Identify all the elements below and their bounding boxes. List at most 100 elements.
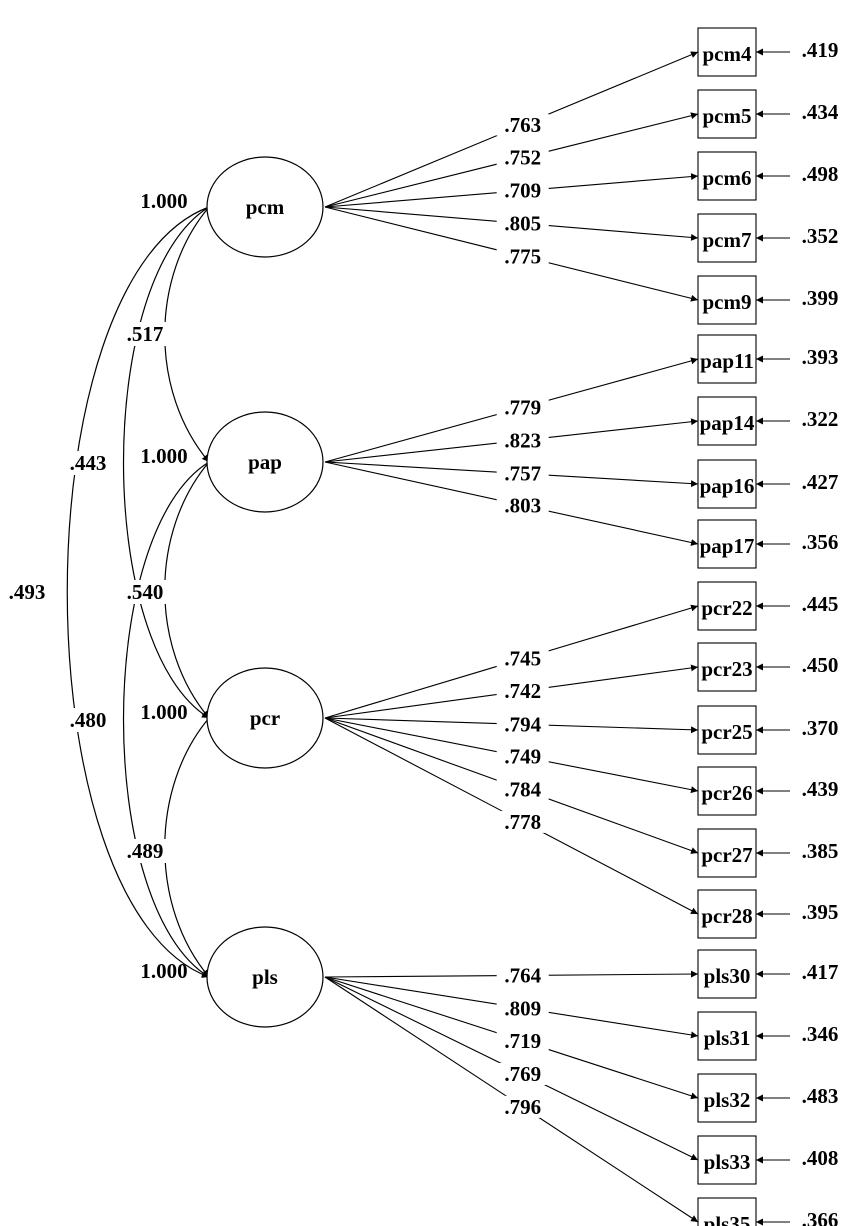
loading-value-pap16: .757: [504, 462, 541, 486]
variance-label-pcm: 1.000: [140, 189, 187, 213]
latent-node-pap: [206, 411, 324, 513]
variance-label-pcr: 1.000: [140, 700, 187, 724]
labels: 1.0001.0001.0001.000.517.443.493.540.480…: [0, 38, 839, 1226]
loading-label-bg: [496, 745, 549, 768]
loading-value-pcr26: .749: [504, 745, 541, 769]
error-value-pcr23: .450: [802, 653, 839, 677]
loading-label-bg: [496, 713, 549, 736]
loading-label-bg: [496, 462, 549, 485]
indicator-box-pcm5: [697, 89, 757, 139]
error-value-pcm9: .399: [802, 286, 839, 310]
indicator-label-pap17: pap17: [700, 534, 755, 558]
variance-label-pap: 1.000: [140, 444, 187, 468]
error-value-pcr25: .370: [802, 716, 839, 740]
latent-node-pls: [206, 926, 324, 1028]
loading-value-pap11: .779: [504, 395, 541, 419]
loading-label-bg: [496, 396, 549, 419]
correlation-label-bg: [118, 322, 172, 346]
loading-label-bg: [496, 964, 549, 987]
indicator-box-pls31: [697, 1011, 757, 1061]
correlation-label-bg: [61, 708, 115, 732]
loading-label-bg: [496, 679, 549, 702]
correlation-value-pap-pls: .480: [70, 708, 107, 732]
correlation-arc-pap-pls: [122, 455, 217, 978]
indicator-label-pcm6: pcm6: [703, 166, 752, 190]
latent-label-pcr: pcr: [250, 706, 280, 730]
indicator-box-pcm6: [697, 151, 757, 201]
correlation-value-pcr-pls: .489: [127, 839, 164, 863]
indicator-label-pcm5: pcm5: [703, 104, 752, 128]
loading-value-pls35: .796: [504, 1095, 541, 1119]
loading-label-bg: [496, 1030, 549, 1053]
indicator-box-pcm4: [697, 27, 757, 77]
indicator-label-pcr23: pcr23: [701, 657, 752, 681]
error-value-pls35: .366: [802, 1208, 839, 1226]
indicator-label-pls33: pls33: [704, 1150, 751, 1174]
loading-value-pls33: .769: [504, 1062, 541, 1086]
error-value-pcr26: .439: [802, 777, 839, 801]
error-value-pcm5: .434: [802, 100, 839, 124]
indicator-label-pls31: pls31: [704, 1026, 751, 1050]
loading-value-pap17: .803: [504, 493, 541, 517]
error-value-pap14: .322: [802, 407, 839, 431]
nodes: pcm pap pcr pls pcm4 pcm5 pcm6 pcm7 pcm9 pap11 pap…: [206, 27, 757, 1226]
error-value-pls32: .483: [802, 1084, 839, 1108]
indicator-box-pcm7: [697, 213, 757, 263]
error-value-pls31: .346: [802, 1022, 839, 1046]
loading-value-pcm7: .805: [504, 211, 541, 235]
indicator-label-pcr26: pcr26: [701, 781, 752, 805]
indicator-box-pls35: [697, 1197, 757, 1226]
indicator-label-pcm9: pcm9: [703, 290, 752, 314]
loading-label-bg: [496, 810, 549, 833]
loading-value-pap14: .823: [504, 428, 541, 452]
indicator-label-pls32: pls32: [704, 1088, 751, 1112]
loading-label-bg: [496, 647, 549, 670]
loading-label-bg: [496, 1095, 549, 1118]
indicator-box-pcr25: [697, 705, 757, 755]
indicator-box-pls30: [697, 949, 757, 999]
indicator-label-pap14: pap14: [700, 411, 755, 435]
correlation-value-pap-pcr: .540: [127, 580, 164, 604]
indicator-label-pcm7: pcm7: [703, 228, 752, 252]
error-value-pcr28: .395: [802, 900, 839, 924]
latent-label-pcm: pcm: [246, 195, 285, 219]
indicator-label-pcr28: pcr28: [701, 904, 752, 928]
indicator-box-pcm9: [697, 275, 757, 325]
error-value-pls30: .417: [802, 960, 839, 984]
loading-label-bg: [496, 778, 549, 801]
correlation-value-pcm-pls: .493: [9, 580, 46, 604]
loading-value-pcr22: .745: [504, 647, 541, 671]
error-value-pap17: .356: [802, 530, 839, 554]
correlation-arc-pcm-pcr: [122, 200, 217, 719]
latent-node-pcm: [206, 156, 324, 258]
indicator-label-pcr27: pcr27: [701, 843, 752, 867]
indicator-box-pcr28: [697, 889, 757, 939]
loading-label-bg: [496, 146, 549, 169]
loading-value-pcr23: .742: [504, 679, 541, 703]
loading-label-bg: [496, 429, 549, 452]
loading-value-pcr27: .784: [504, 778, 541, 802]
error-value-pls33: .408: [802, 1146, 839, 1170]
indicator-box-pcr22: [697, 581, 757, 631]
loading-label-bg: [496, 212, 549, 235]
latent-label-pls: pls: [252, 965, 278, 989]
latent-label-pap: pap: [248, 450, 282, 474]
loading-label-bg: [496, 113, 549, 136]
loading-value-pcm5: .752: [504, 146, 541, 170]
correlation-arc-pcm-pls: [66, 201, 217, 978]
loading-label-bg: [496, 179, 549, 202]
loading-label-bg: [496, 1062, 549, 1085]
loading-value-pcr28: .778: [504, 810, 541, 834]
error-value-pcm6: .498: [802, 162, 839, 186]
correlation-label-bg: [61, 451, 115, 475]
indicator-label-pcr22: pcr22: [701, 596, 752, 620]
loading-value-pcm4: .763: [504, 113, 541, 137]
loading-value-pcm9: .775: [504, 244, 541, 268]
indicator-label-pap16: pap16: [700, 474, 755, 498]
indicator-label-pap11: pap11: [700, 349, 754, 373]
indicator-label-pcm4: pcm4: [703, 42, 752, 66]
indicator-box-pls32: [697, 1073, 757, 1123]
indicator-box-pap14: [697, 396, 757, 446]
loading-value-pcm6: .709: [504, 179, 541, 203]
loading-label-bg: [496, 997, 549, 1020]
